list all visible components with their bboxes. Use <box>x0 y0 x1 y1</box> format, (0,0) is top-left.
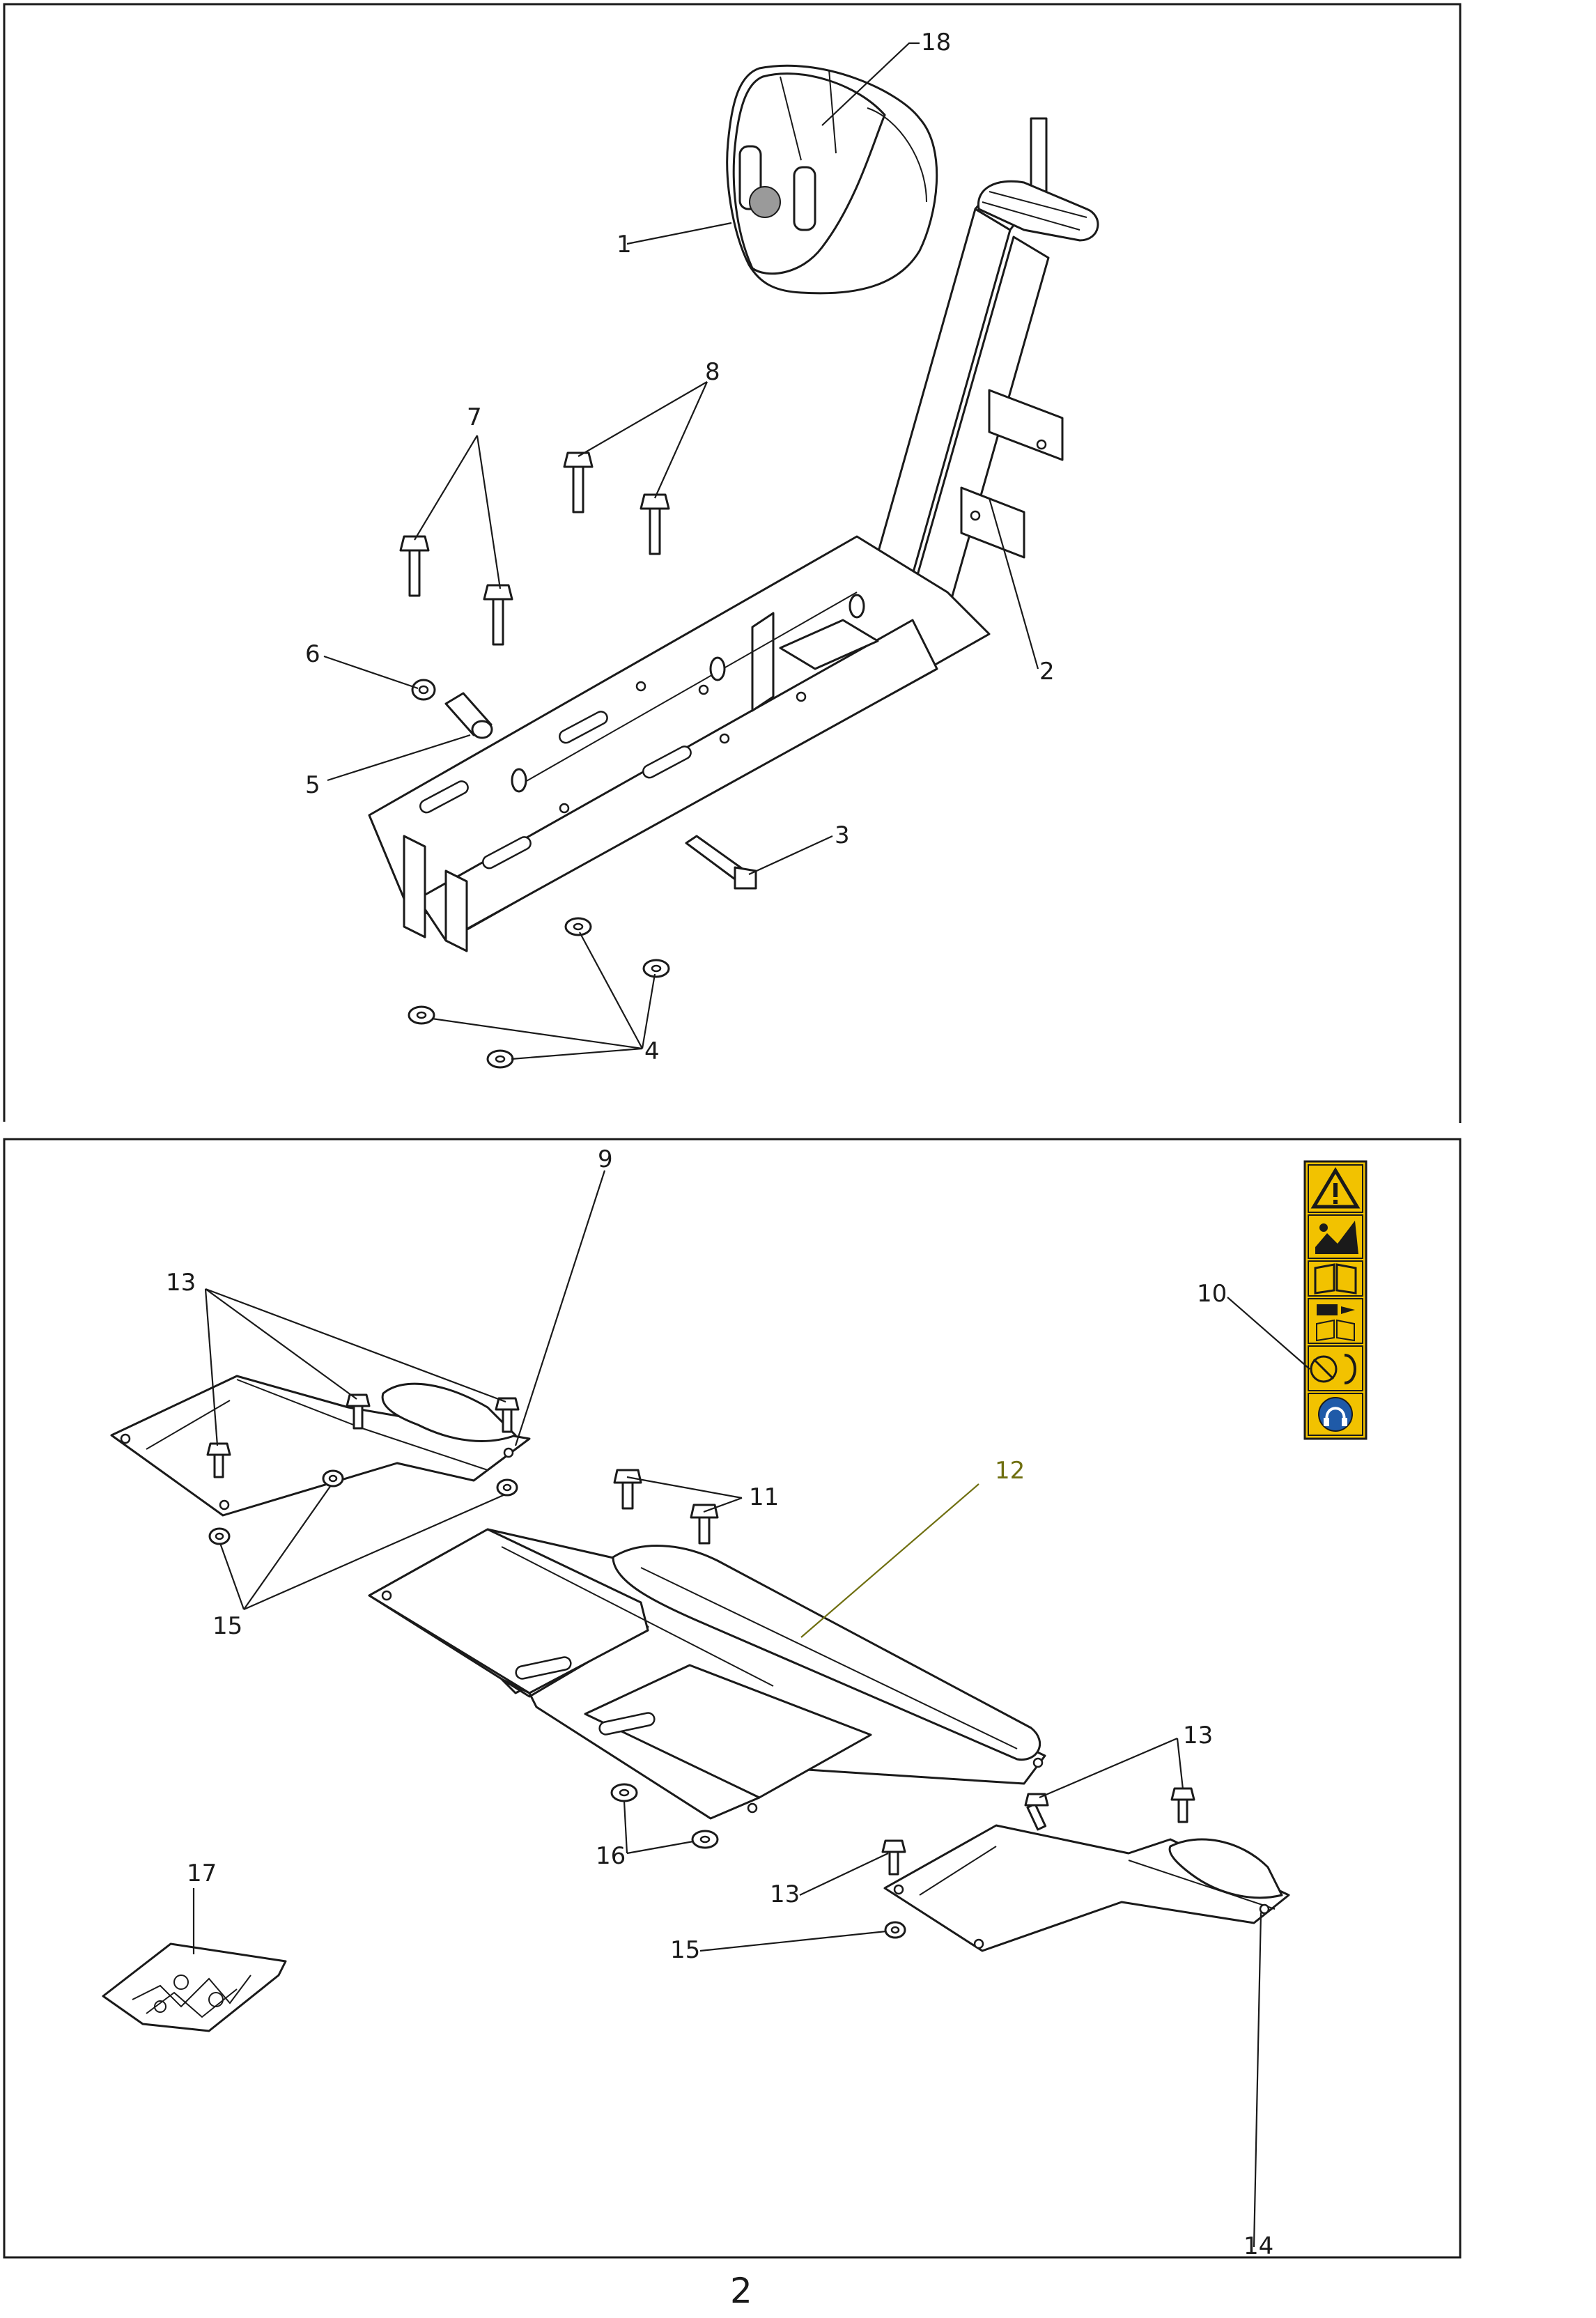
nut-4a-part <box>564 917 592 936</box>
manual-book-icon <box>1314 1263 1357 1295</box>
callout-11: 11 <box>749 1483 779 1511</box>
screw-11b-part <box>690 1504 719 1545</box>
bottom-panel: 9 13 10 12 11 15 13 16 13 17 15 14 <box>3 1138 1462 2260</box>
hearing-protection-icon <box>1318 1397 1353 1432</box>
bottom-leaders <box>192 1170 1310 2248</box>
callout-10: 10 <box>1197 1280 1227 1308</box>
washer-6-part <box>411 679 436 701</box>
screw-13b-part <box>346 1393 371 1430</box>
nut-15d-part <box>884 1921 906 1939</box>
screw-13c-part <box>495 1397 520 1433</box>
right-shield-14-part <box>883 1824 1290 1952</box>
screw-13f-part <box>881 1839 906 1876</box>
bolt-8b-part <box>640 493 670 555</box>
callout-3: 3 <box>835 821 850 849</box>
nut-4d-part <box>486 1049 514 1069</box>
top-panel: 18 1 8 7 6 5 2 3 4 <box>3 3 1462 1123</box>
callout-6: 6 <box>305 640 320 668</box>
callout-13-left: 13 <box>166 1269 196 1297</box>
lever-assembly-part <box>869 117 1099 615</box>
callout-15-lower: 15 <box>670 1936 700 1964</box>
callout-7: 7 <box>467 403 482 431</box>
callout-2: 2 <box>1039 658 1055 686</box>
nut-4c-part <box>408 1005 435 1025</box>
screw-13d-part <box>1024 1793 1049 1831</box>
callout-8: 8 <box>705 358 720 386</box>
callout-1: 1 <box>617 231 632 258</box>
page-number: 2 <box>730 2271 752 2311</box>
warning-triangle-icon <box>1310 1167 1361 1209</box>
nut-15a-part <box>208 1527 231 1545</box>
bolt-7a-part <box>399 535 430 597</box>
callout-16: 16 <box>596 1842 626 1870</box>
left-shield-9-part <box>110 1375 531 1517</box>
callout-14: 14 <box>1244 2232 1273 2260</box>
frame-rail-part <box>368 535 991 952</box>
seat-part <box>726 64 938 295</box>
bolt-8a-part <box>563 451 594 513</box>
hardware-bag-17-part <box>102 1942 287 2032</box>
screw-13e-part <box>1170 1787 1195 1823</box>
bolt-7b-part <box>483 584 513 646</box>
callout-13-right: 13 <box>1183 1722 1213 1749</box>
safety-decal-10-part <box>1303 1160 1368 1440</box>
callout-9: 9 <box>598 1145 613 1173</box>
center-shield-12-part <box>368 1528 1046 1820</box>
callout-12: 12 <box>995 1457 1025 1485</box>
washer-16b-part <box>691 1830 719 1849</box>
callout-4: 4 <box>644 1037 660 1065</box>
washer-16a-part <box>610 1783 638 1802</box>
top-panel-border <box>3 3 1462 1123</box>
nut-15c-part <box>496 1478 518 1497</box>
callout-13-lower: 13 <box>770 1880 800 1908</box>
callout-15-left: 15 <box>212 1612 242 1640</box>
top-leaders <box>323 42 1039 1060</box>
callout-17: 17 <box>187 1860 217 1887</box>
screw-13a-part <box>206 1442 231 1478</box>
nut-4b-part <box>642 959 670 978</box>
pin-3-part <box>685 835 757 890</box>
callout-5: 5 <box>305 771 320 799</box>
callout-18: 18 <box>921 29 951 56</box>
bottom-panel-border <box>3 1138 1462 2259</box>
read-manual-icon <box>1316 1304 1355 1342</box>
spacer-5-part <box>444 692 493 739</box>
operator-hazard-icon <box>1315 1221 1358 1254</box>
screw-11a-part <box>613 1469 642 1510</box>
no-riders-icon <box>1310 1354 1356 1384</box>
nut-15b-part <box>322 1469 344 1488</box>
